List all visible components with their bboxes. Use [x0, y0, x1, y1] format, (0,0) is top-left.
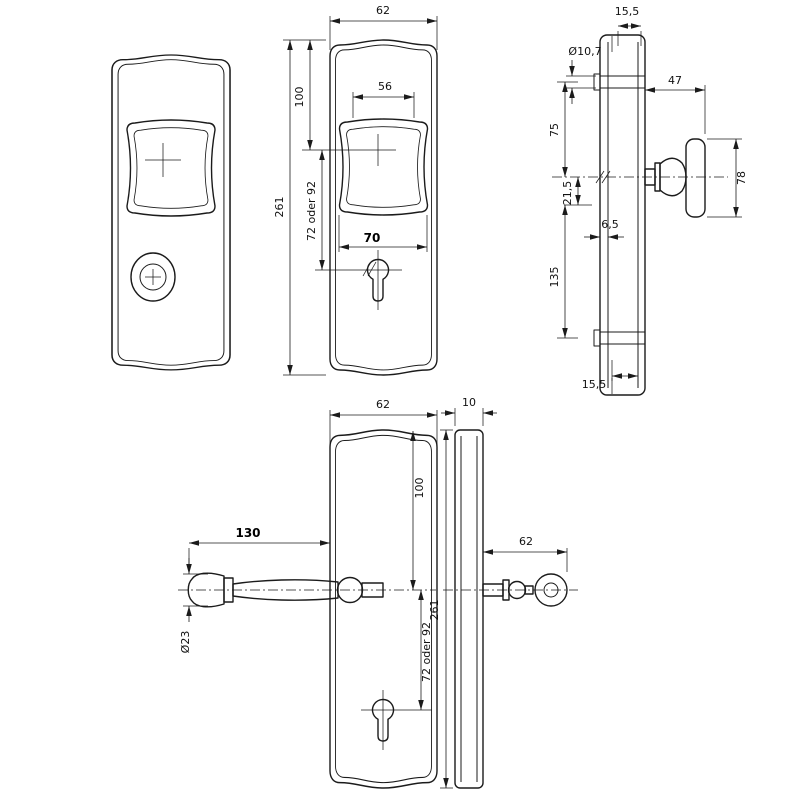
- dim-label-lever-length: 130: [235, 526, 260, 540]
- dim-label-height: 261: [428, 600, 441, 621]
- euro-profile-cylinder: [361, 690, 432, 750]
- lever-side: [443, 573, 578, 607]
- dim-bottom-offset: 15,5: [582, 360, 639, 391]
- dim-label-width: 62: [376, 398, 390, 411]
- dim-label-top-offset: 15,5: [615, 5, 640, 18]
- dim-label-lever-end-diameter: Ø23: [179, 631, 192, 654]
- dim-label-projection: 62: [519, 535, 533, 548]
- shield-cartouche: [126, 119, 216, 217]
- lever-end-cap: [187, 572, 225, 608]
- dim-label-top-to-axis: 100: [413, 478, 426, 499]
- lever-neck: [524, 585, 534, 595]
- dim-plate-thickness: 10: [441, 396, 497, 426]
- oval-cylinder-rosette: [130, 252, 176, 302]
- plate-profile: [599, 34, 646, 396]
- dim-top-to-axis: 100: [410, 431, 426, 590]
- shield-cartouche: [338, 118, 429, 216]
- dim-lever-length: 130: [188, 526, 330, 572]
- dim-plate-width: 62: [329, 4, 438, 50]
- euro-profile-cylinder: [315, 250, 402, 310]
- dim-shield-outer-width: 70: [338, 215, 428, 252]
- dim-label-axis-to-bottom-hole: 135: [548, 267, 561, 288]
- dim-label-base-thickness: 6,5: [601, 218, 619, 231]
- dim-hole-diameter: Ø10,7: [566, 45, 602, 104]
- dim-label-top-to-axis: 100: [293, 87, 306, 108]
- lever-grip-core: [543, 582, 559, 598]
- dim-hole-to-axis: 75: [548, 81, 578, 177]
- view-knob-side-profile: 15,5 Ø10,7 75 21,5 135 6,5: [548, 5, 748, 396]
- dim-lever-projection: 62: [483, 535, 568, 572]
- dim-label-knob-face-height: 78: [735, 171, 748, 185]
- view-lever-side-profile: 10 62 261: [428, 396, 578, 789]
- dim-shield-width: 56: [352, 80, 415, 118]
- spindle-cross-mark: [145, 143, 181, 177]
- dim-axis-to-bottom-hole: 135: [548, 205, 578, 339]
- dim-label-bottom-offset: 15,5: [582, 378, 607, 391]
- dim-label-knob-projection: 47: [668, 74, 682, 87]
- lever-handle: [178, 572, 436, 608]
- dim-plate-height: 261: [273, 39, 326, 376]
- dim-axis-to-cylinder: 72 oder 92: [305, 150, 325, 270]
- lever-grip-end-on: [534, 573, 568, 607]
- dim-top-to-axis: 100: [293, 40, 313, 150]
- dim-label-shield-width: 56: [378, 80, 392, 93]
- dim-knob-face-height: 78: [707, 138, 748, 218]
- view-lever-plate-front: 62 130 Ø23 100 72 oder 92: [178, 398, 438, 789]
- dim-plate-width: 62: [329, 398, 438, 446]
- knob-profile: [552, 138, 728, 218]
- dim-axis-detail: 21,5: [561, 177, 592, 206]
- dim-label-axis-detail: 21,5: [561, 181, 574, 206]
- dim-label-thickness: 10: [462, 396, 476, 409]
- dim-axis-to-cylinder: 72 oder 92: [418, 590, 433, 710]
- screw-hole-top: [593, 73, 645, 91]
- view-knob-plate-plain: [111, 54, 231, 371]
- screw-hole-bottom: [593, 329, 645, 347]
- dim-label-axis-to-cylinder: 72 oder 92: [305, 181, 318, 241]
- spindle-cross-mark: [302, 134, 396, 166]
- dim-base-thickness: 6,5: [584, 218, 624, 240]
- view-knob-plate-dimensioned: 62 56 70 261 100 72 oder 92: [273, 4, 438, 376]
- dim-label-height: 261: [273, 197, 286, 218]
- dim-lever-end-diameter: Ø23: [179, 558, 208, 653]
- dim-label-hole-diameter: Ø10,7: [568, 45, 601, 58]
- dim-plate-height: 261: [428, 429, 453, 789]
- dim-label-hole-to-axis: 75: [548, 123, 561, 137]
- dim-label-shield-outer: 70: [364, 231, 381, 245]
- dim-label-width: 62: [376, 4, 390, 17]
- dim-top-offset: 15,5: [615, 5, 642, 46]
- dim-knob-projection: 47: [644, 74, 706, 160]
- plate-profile: [454, 429, 484, 789]
- dim-label-axis-to-cylinder: 72 oder 92: [420, 622, 433, 682]
- knob-face: [685, 138, 706, 218]
